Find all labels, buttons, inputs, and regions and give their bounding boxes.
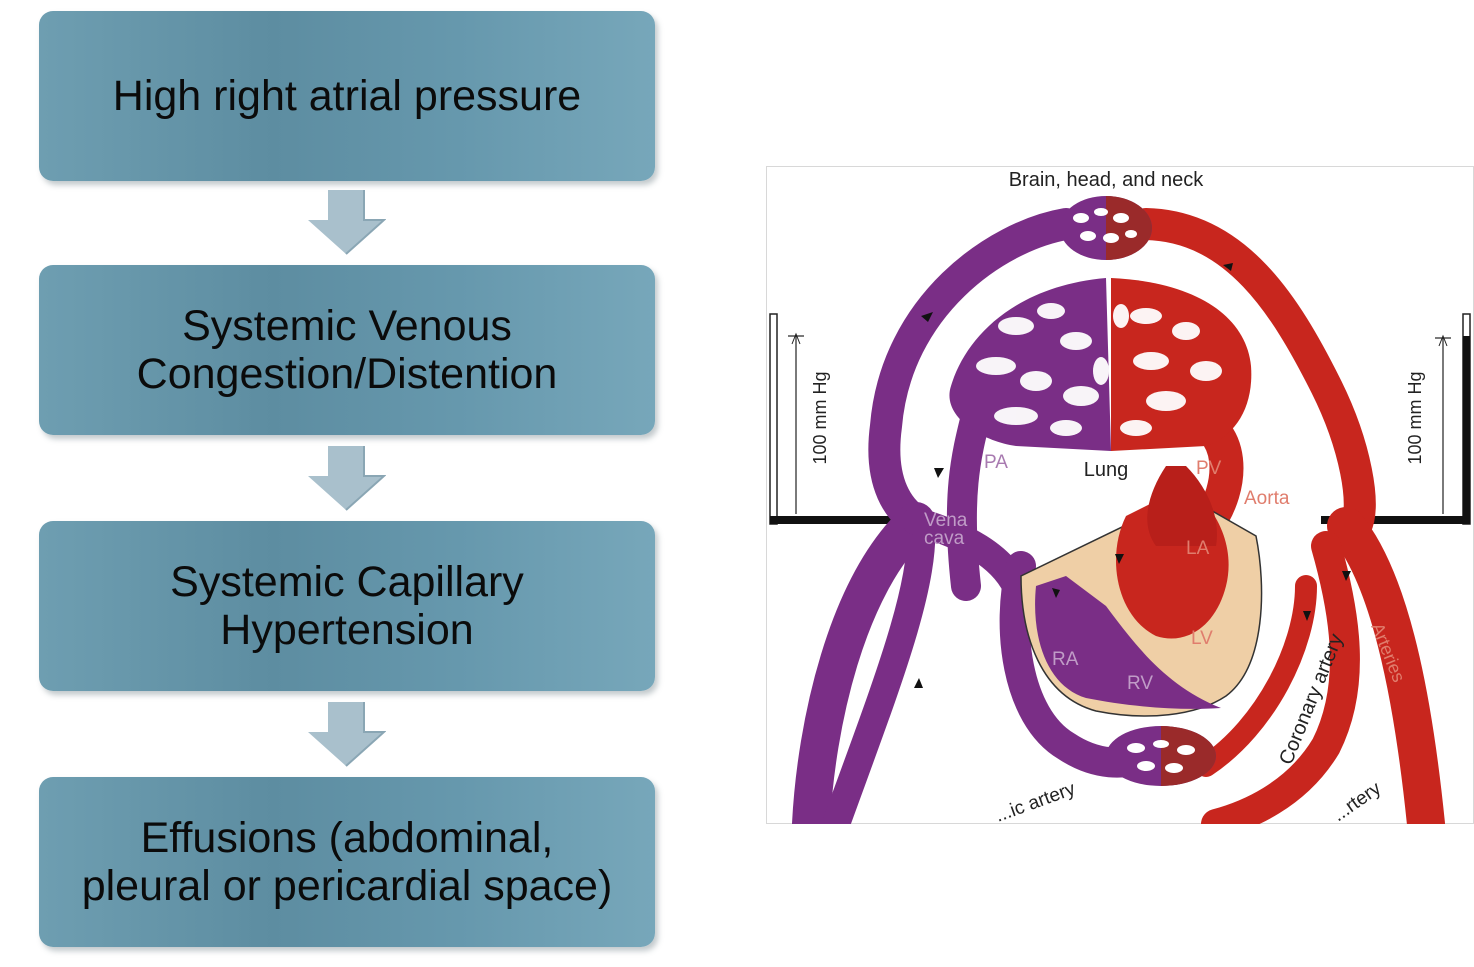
label-cava: cava: [924, 528, 965, 549]
label-brain: Brain, head, and neck: [1009, 169, 1205, 191]
flow-step-high-right-atrial-pressure: High right atrial pressure: [39, 11, 655, 181]
brain-capillary-bed: [1060, 196, 1152, 260]
flow-step-systemic-capillary-hypertension: Systemic Capillary Hypertension: [39, 521, 655, 691]
flow-step-systemic-venous-congestion: Systemic Venous Congestion/Distention: [39, 265, 655, 435]
circulation-diagram: 100 mm Hg 100 mm Hg: [766, 166, 1474, 824]
right-pressure-gauge: [1321, 313, 1471, 525]
flow-step-label: Systemic Capillary Hypertension: [170, 558, 524, 654]
label-rv: RV: [1127, 673, 1153, 694]
label-pv: PV: [1196, 458, 1222, 479]
down-arrow-icon: [308, 446, 386, 511]
label-lung: Lung: [1084, 459, 1129, 481]
label-pa: PA: [984, 452, 1008, 473]
down-arrow-icon: [308, 190, 386, 255]
down-arrow-icon: [308, 702, 386, 767]
label-lv: LV: [1191, 628, 1213, 649]
flow-step-effusions: Effusions (abdominal, pleural or pericar…: [39, 777, 655, 947]
label-ra: RA: [1052, 649, 1079, 670]
right-gauge-label: 100 mm Hg: [1405, 371, 1425, 464]
label-vena: Vena: [924, 510, 968, 531]
lung-capillary-bed: [949, 278, 1252, 451]
flow-step-label: Systemic Venous Congestion/Distention: [136, 302, 558, 398]
flow-step-label: High right atrial pressure: [112, 72, 582, 120]
label-aorta: Aorta: [1244, 488, 1290, 509]
flow-step-label: Effusions (abdominal, pleural or pericar…: [81, 814, 613, 910]
flow-arrows: [914, 263, 1351, 688]
left-gauge-label: 100 mm Hg: [810, 371, 830, 464]
systemic-capillary-bed: [1106, 726, 1216, 786]
left-pressure-gauge: [769, 313, 920, 525]
label-la: LA: [1186, 538, 1210, 559]
heart: [1020, 466, 1263, 717]
